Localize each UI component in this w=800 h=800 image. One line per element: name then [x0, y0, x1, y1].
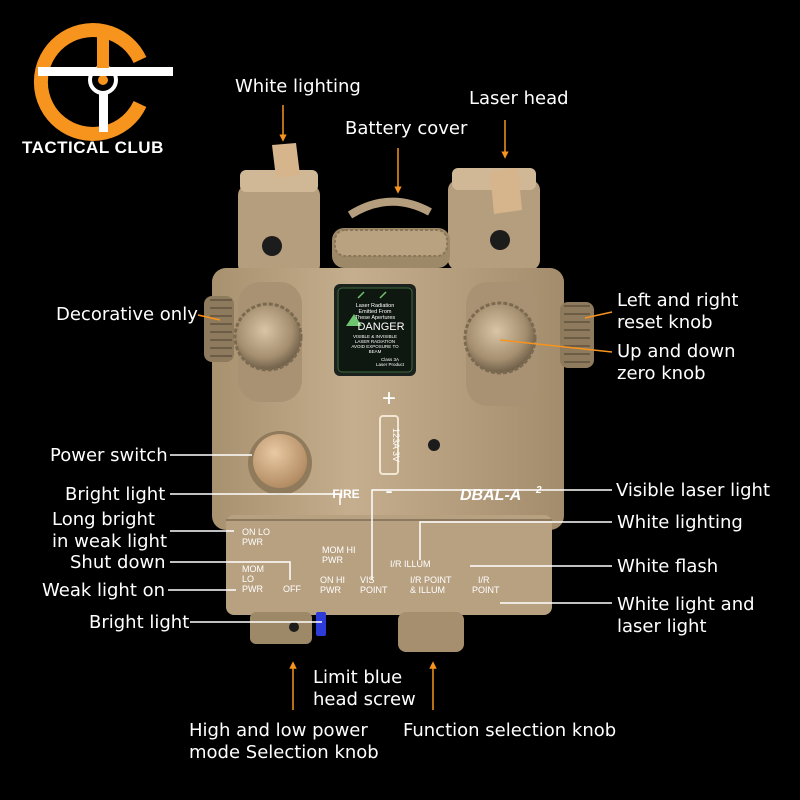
switch-label-and-illum: & ILLUM — [410, 585, 445, 595]
warning-line-2: Emitted From — [358, 309, 391, 315]
callout-weak-light-on: Weak light on — [42, 580, 166, 601]
left-zero-knob — [233, 302, 303, 372]
switch-label-pwr-2: PWR — [322, 555, 343, 565]
device-switch-panel — [226, 515, 552, 615]
tactical-club-logo — [33, 23, 173, 141]
callout-bright-light-top: Bright light — [65, 484, 166, 505]
callout-mode-knob: High and low power mode Selection knob — [189, 720, 379, 763]
callout-white-lighting-right: White lighting — [617, 512, 743, 533]
switch-label-mom-hi: MOM HI — [322, 545, 356, 555]
model-name: DBAL-A — [460, 487, 521, 504]
switch-label-point-2: POINT — [472, 585, 500, 595]
callout-bright-light-bottom: Bright light — [89, 612, 190, 633]
elevation-zero-knob — [463, 301, 537, 375]
callout-visible-laser: Visible laser light — [616, 480, 771, 501]
danger-line-3: AVOID EXPOSURE TO — [351, 344, 399, 349]
device-top — [238, 143, 540, 275]
brand-name: TACTICAL CLUB — [22, 138, 164, 157]
callout-function-knob: Function selection knob — [403, 720, 617, 741]
class-line-2: Laser Product — [376, 362, 405, 367]
callout-battery-cover: Battery cover — [345, 118, 468, 139]
danger-line-2: LASER RADIATION — [355, 339, 395, 344]
class-line-1: Class 3A — [381, 357, 399, 362]
decorative-knob — [204, 296, 234, 362]
callout-decorative-only: Decorative only — [56, 304, 198, 325]
leader-lines — [168, 105, 613, 710]
switch-label-pwr-1: PWR — [242, 537, 263, 547]
callout-laser-head: Laser head — [469, 88, 569, 109]
reset-knob-side — [560, 302, 594, 368]
callout-limit-blue-screw: Limit blue head screw — [313, 667, 416, 710]
battery-icon — [379, 415, 399, 475]
callout-reset-knob: Left and right reset knob — [617, 290, 739, 333]
switch-label-vis: VIS — [360, 575, 375, 585]
switch-label-ir: I/R — [478, 575, 490, 585]
danger-line-1: VISIBLE & INVISIBLE — [353, 334, 397, 339]
callout-shut-down: Shut down — [70, 552, 166, 573]
limit-blue-screw — [316, 612, 326, 636]
switch-label-pwr-4: PWR — [320, 585, 341, 595]
switch-label-on-hi: ON HI — [320, 575, 345, 585]
fire-label: FIRE — [332, 487, 359, 501]
danger-text: DANGER — [357, 321, 404, 333]
callout-white-flash: White flash — [617, 556, 719, 577]
warning-line-3: These Apertures — [355, 315, 396, 321]
switch-label-lo: LO — [242, 574, 254, 584]
callout-power-switch: Power switch — [50, 445, 168, 466]
switch-label-on-lo: ON LO — [242, 527, 270, 537]
battery-label: 123A 3V — [391, 428, 401, 462]
battery-plus: + — [382, 385, 396, 412]
switch-label-off: OFF — [283, 584, 301, 594]
mode-selection-knob — [250, 612, 312, 644]
switch-label-ir-point: I/R POINT — [410, 575, 452, 585]
laser-warning-plate: Laser Radiation Emitted From These Apert… — [334, 284, 416, 376]
switch-label-mom: MOM — [242, 564, 264, 574]
callout-white-lighting-top: White lighting — [235, 76, 361, 97]
switch-label-pwr-3: PWR — [242, 584, 263, 594]
switch-label-ir-illum: I/R ILLUM — [390, 559, 431, 569]
power-switch-button — [253, 434, 307, 488]
function-selection-knob — [398, 612, 464, 652]
callout-long-bright: Long bright in weak light — [52, 509, 167, 552]
callout-zero-knob: Up and down zero knob — [617, 341, 736, 384]
danger-line-4: BEAM — [369, 349, 382, 354]
callout-white-light-laser: White light and laser light — [617, 594, 755, 637]
switch-label-point: POINT — [360, 585, 388, 595]
warning-line-1: Laser Radiation — [356, 303, 395, 309]
